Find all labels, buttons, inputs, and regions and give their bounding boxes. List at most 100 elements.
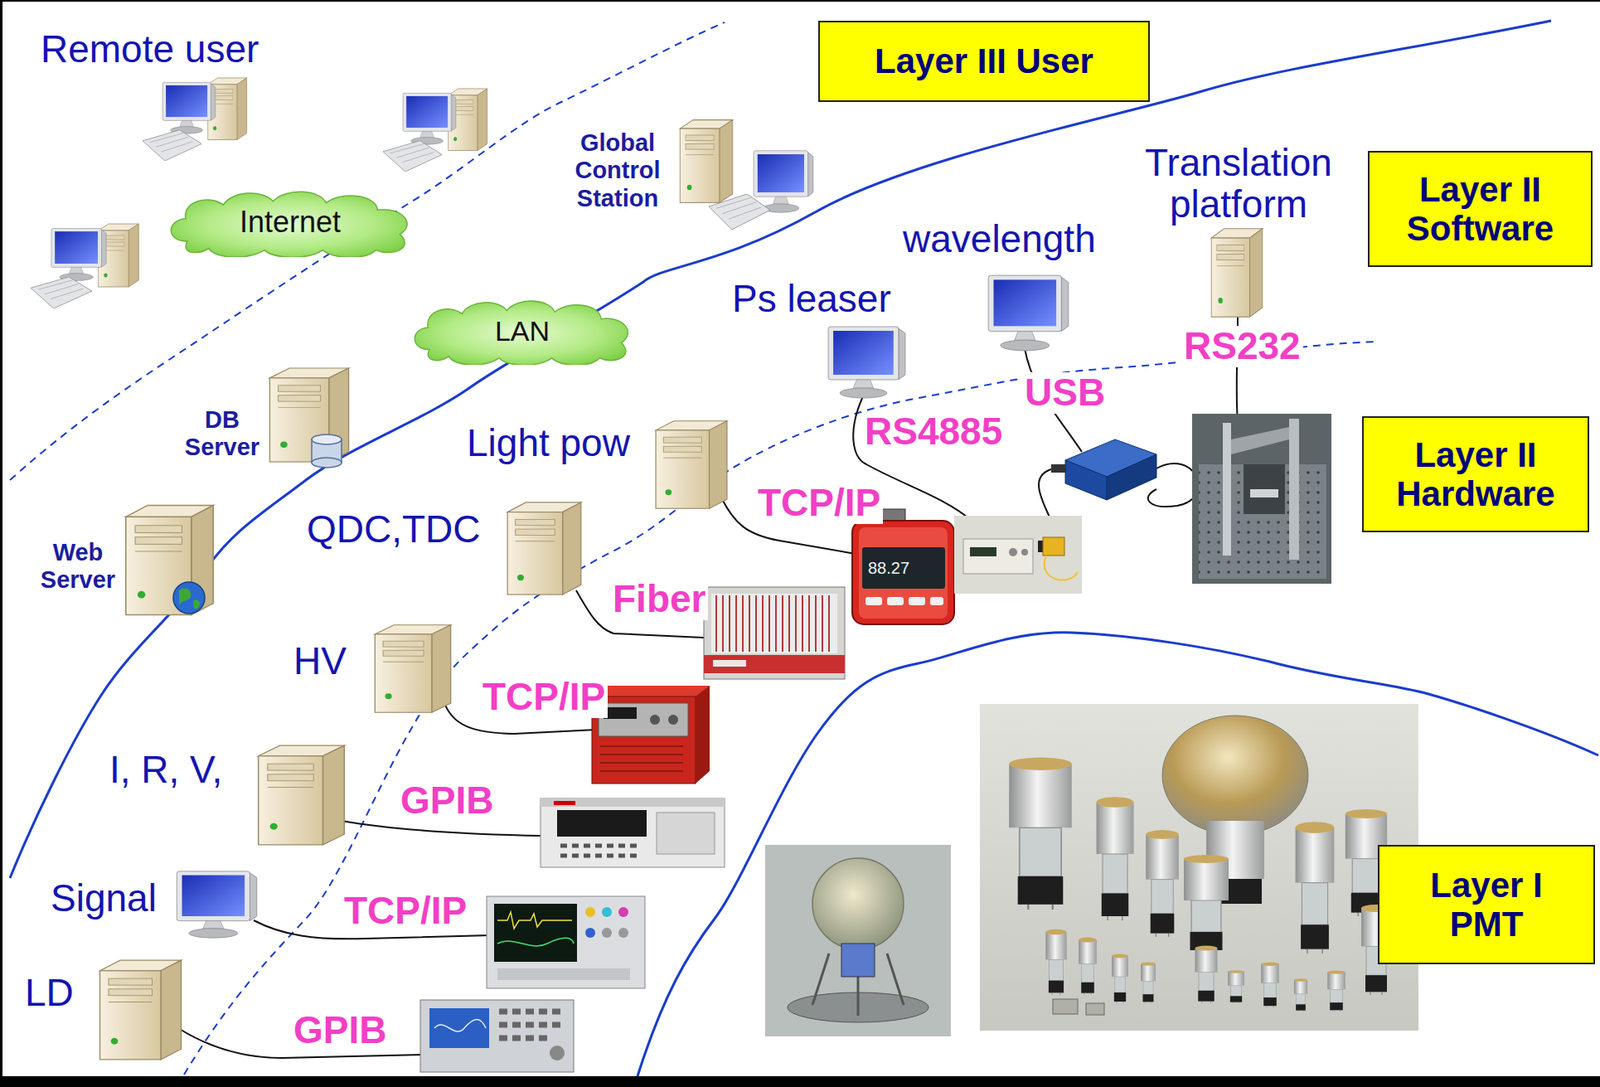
power-meter xyxy=(858,527,948,619)
server-label: DB Server xyxy=(180,406,264,462)
pmt-photo xyxy=(1086,1003,1105,1015)
label-slot: Ps leaser xyxy=(729,278,894,320)
function-generator-photo xyxy=(499,1011,561,1038)
pmt-photo xyxy=(1260,961,1280,1008)
label-slot: GPIB xyxy=(397,780,496,822)
pmt-photo xyxy=(1183,854,1229,954)
translation-stage-photo xyxy=(1192,413,1332,584)
translation-stage-photo xyxy=(1243,464,1285,514)
laser-photo xyxy=(954,515,1082,594)
server-label: Global Control Station xyxy=(563,129,672,213)
globe-symbol xyxy=(173,581,205,614)
oscilloscope-photo xyxy=(601,906,612,917)
database-symbol xyxy=(311,434,342,468)
label-slot: Light pow xyxy=(464,422,633,465)
frame xyxy=(0,1076,1600,1087)
label-slot: LD xyxy=(22,972,77,1014)
pmt-photo xyxy=(1045,929,1067,995)
pmt-photo-small xyxy=(841,943,875,977)
cloud-label: LAN xyxy=(494,315,550,348)
laser-photo xyxy=(963,538,1033,574)
cable xyxy=(341,820,544,836)
laser-photo xyxy=(1021,548,1028,556)
frame xyxy=(0,0,1600,2)
function-generator-photo xyxy=(549,1045,565,1061)
cable xyxy=(1038,469,1052,521)
multimeter-photo xyxy=(560,845,637,856)
frame xyxy=(0,0,3,1087)
label-slot: TCP/IP xyxy=(755,482,883,524)
translation-stage-photo xyxy=(1250,489,1279,498)
layer-title: Layer III User xyxy=(874,41,1094,81)
multimeter-photo xyxy=(540,798,725,868)
layer-box: Layer I PMT xyxy=(1377,844,1596,965)
network-cloud: LAN xyxy=(406,296,639,365)
computer-icon xyxy=(988,275,1069,351)
computer-icon xyxy=(269,368,349,462)
computer-icon xyxy=(655,421,728,509)
computer-icon xyxy=(507,502,582,595)
pmt-photo xyxy=(1295,821,1335,954)
pmt-photo xyxy=(1327,969,1346,1012)
power-meter xyxy=(852,509,955,625)
device-label: Light pow xyxy=(464,422,633,465)
interface-label: RS4885 xyxy=(862,411,1005,453)
cloud-label: Internet xyxy=(239,204,341,240)
crate-photo xyxy=(712,659,747,667)
computer-icon xyxy=(126,504,214,615)
layer-title: Layer I PMT xyxy=(1391,865,1582,944)
pmt-photo xyxy=(1195,945,1218,1004)
label-slot: QDC,TDC xyxy=(304,509,484,551)
oscilloscope-photo xyxy=(585,927,596,938)
hv-supply-photo xyxy=(695,685,710,784)
pmt-photo xyxy=(1227,969,1245,1004)
multimeter-photo xyxy=(557,809,647,837)
crate-photo xyxy=(703,586,845,679)
globe-symbol xyxy=(193,600,200,610)
function-generator-photo xyxy=(434,1019,486,1033)
translation-stage-photo xyxy=(1222,422,1232,556)
power-meter xyxy=(887,596,904,606)
oscilloscope-photo xyxy=(601,927,612,938)
oscilloscope-photo xyxy=(497,911,573,929)
monochromator xyxy=(1051,464,1067,473)
oscilloscope-photo xyxy=(486,896,645,989)
hv-supply-photo xyxy=(598,703,689,737)
pmt-photo xyxy=(1145,829,1179,937)
network-cloud: Internet xyxy=(161,187,419,257)
cloud-shape xyxy=(170,191,408,257)
pmt-photo-small xyxy=(765,844,951,1037)
device-label: wavelength xyxy=(900,218,1099,261)
function-generator-photo xyxy=(420,999,574,1072)
pmt-photo xyxy=(1008,757,1072,910)
label-slot: Signal xyxy=(48,877,160,920)
monochromator xyxy=(1051,439,1157,500)
pmt-photo xyxy=(1294,978,1308,1012)
layer-box: Layer II Hardware xyxy=(1362,416,1590,533)
function-generator-photo xyxy=(420,999,574,1072)
monochromator xyxy=(1065,460,1107,500)
pmt-photo xyxy=(1052,998,1078,1014)
crate-photo xyxy=(716,595,830,652)
interface-label: TCP/IP xyxy=(755,482,883,524)
label-slot: wavelength xyxy=(900,218,1099,261)
label-slot: Fiber xyxy=(610,578,708,621)
display-reading: 88.27 xyxy=(867,558,910,577)
power-meter xyxy=(908,596,926,606)
label-slot: I, R, V, xyxy=(106,749,225,791)
device-label: Ps leaser xyxy=(729,278,894,320)
interface-label: GPIB xyxy=(290,1009,389,1052)
device-label: QDC,TDC xyxy=(304,509,484,551)
device-label: Remote user xyxy=(38,29,262,71)
computer-icon xyxy=(30,223,139,309)
function-generator-photo xyxy=(429,1008,490,1048)
label-slot: Remote user xyxy=(38,29,262,71)
pmt-photo xyxy=(979,703,1419,1031)
multimeter-photo xyxy=(656,812,715,854)
power-meter xyxy=(930,596,944,606)
label-slot: Global Control Station xyxy=(563,129,672,213)
computer-icon xyxy=(828,326,906,398)
interface-label: TCP/IP xyxy=(341,890,470,932)
crate-photo xyxy=(711,593,838,654)
